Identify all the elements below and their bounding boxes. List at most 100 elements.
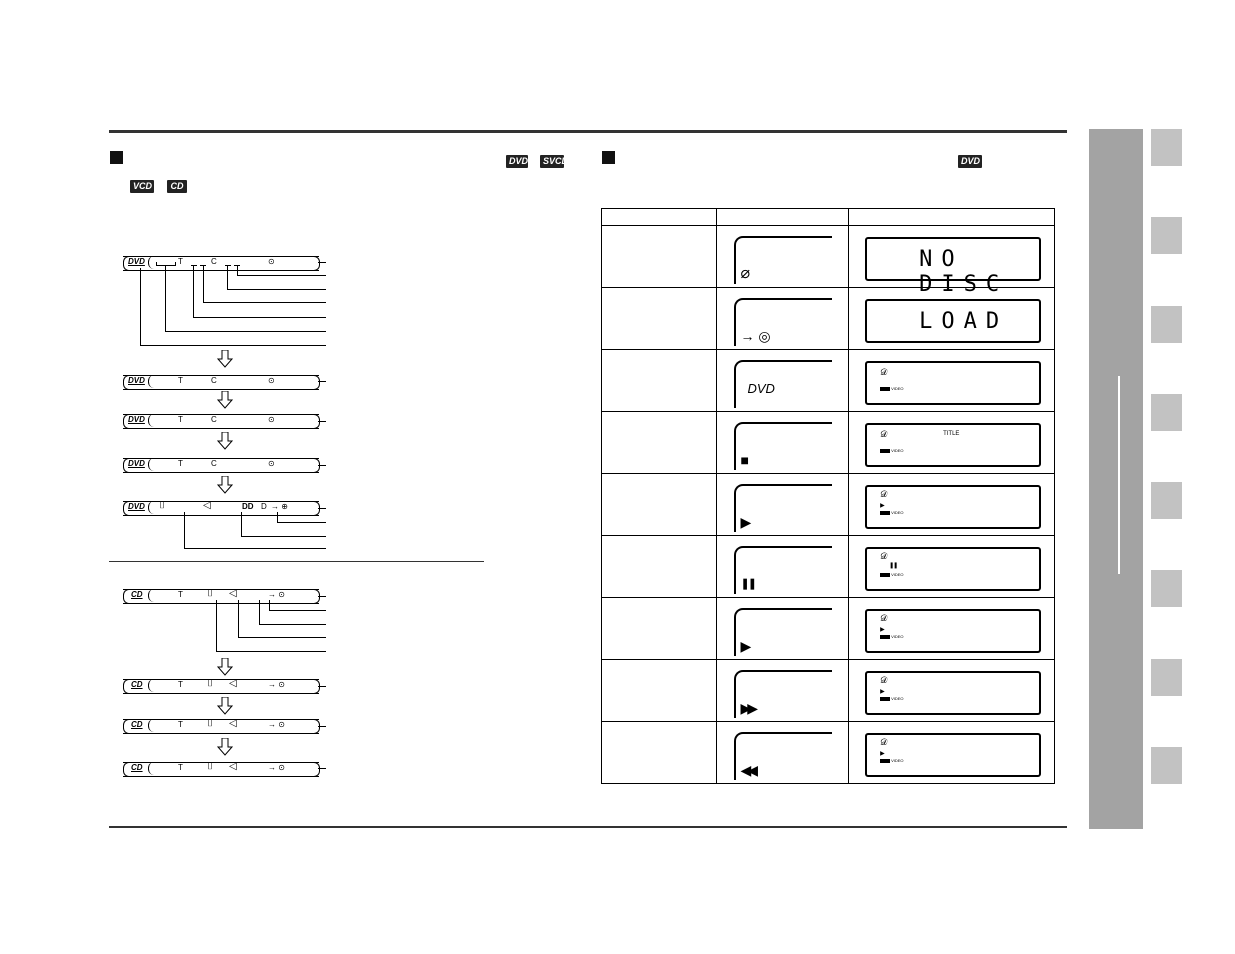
status-label-cell (601, 721, 717, 784)
table-row-stop: ■ 𝒟 TITLE VIDEO (601, 411, 1055, 474)
down-arrow-icon (217, 697, 233, 715)
leader-5v (193, 265, 194, 317)
leader-c1d-v (238, 600, 239, 637)
play-icon: ▶ (740, 638, 752, 654)
leader-c3 (318, 726, 326, 727)
indicator-cell: → ◎ (715, 287, 850, 350)
clock-icon: → ⊙ (268, 720, 285, 729)
svcd-badge: SVCD (540, 155, 568, 168)
clock-icon: → ⊙ (268, 590, 285, 599)
play-indicator-icon: ▶ (880, 689, 885, 695)
tab-3[interactable] (1151, 306, 1182, 343)
indicator-frame: ▶ (733, 484, 832, 532)
play-indicator-icon: ▶ (880, 627, 885, 633)
leader-7v (140, 268, 141, 345)
audio-icon: ◁ (229, 718, 237, 729)
leader-c4 (318, 768, 326, 769)
status-label-cell (601, 473, 717, 536)
leader-d5c (241, 536, 326, 537)
dolby-d-mark: D (261, 502, 267, 511)
tab-5[interactable] (1151, 482, 1182, 519)
dvd-display-5: DVD ⌷ ◁ DD D → ⊕ (123, 500, 325, 517)
stop-icon: ■ (740, 452, 749, 468)
tab-4[interactable] (1151, 394, 1182, 431)
lcd-cell: LOAD (848, 287, 1055, 350)
leader-d5d-v (184, 512, 185, 548)
subtitle-icon: ⌷ (207, 718, 213, 729)
down-arrow-icon (217, 738, 233, 756)
indicator-frame: ◀◀ (733, 732, 832, 780)
dvd-display-1: DVD T C ⊙ (123, 256, 325, 272)
cd-logo: CD (131, 590, 143, 599)
cd-display-2: CD T ⌷ ◁ → ⊙ (123, 678, 325, 695)
chapter-mark: C (211, 459, 217, 468)
status-table: ⌀ NO DISC → ◎ LOAD DVD 𝒟 VIDEO ■ (601, 208, 1055, 784)
no-disc-icon: ⌀ (740, 265, 751, 282)
lcd-display: 𝒟 VIDEO (865, 361, 1042, 405)
leader-2v (237, 265, 238, 275)
bracket-4 (225, 265, 231, 266)
play-indicator-icon: ▶ (880, 751, 885, 757)
indicator-cell: ▶ (715, 597, 850, 660)
indicator-cell: DVD (715, 349, 850, 412)
leader-d4 (318, 465, 326, 466)
track-mark: T (178, 720, 183, 729)
lcd-display: 𝒟 ▶ VIDEO (865, 733, 1042, 777)
indicator-cell: ▶ (715, 473, 850, 536)
play-indicator-icon: ▶ (880, 503, 885, 509)
leader-d5d (184, 548, 326, 549)
down-arrow-icon (217, 432, 233, 450)
angle-icon: → ⊕ (271, 502, 288, 511)
leader-5 (193, 317, 326, 318)
pause-icon: ❚❚ (740, 578, 758, 590)
title-mark: T (178, 415, 183, 424)
fast-reverse-icon: ◀◀ (740, 762, 758, 778)
tab-2[interactable] (1151, 217, 1182, 254)
status-label-cell (601, 349, 717, 412)
lcd-display: 𝒟 ▶ VIDEO (865, 609, 1042, 653)
indicator-cell: ▶▶ (715, 659, 850, 722)
section-bullet-right (602, 151, 615, 164)
chapter-mark: C (211, 415, 217, 424)
cd-display-3: CD T ⌷ ◁ → ⊙ (123, 718, 325, 735)
subtitle-icon: ⌷ (207, 678, 213, 689)
tab-6[interactable] (1151, 570, 1182, 607)
tab-1[interactable] (1151, 129, 1182, 166)
leader-1 (318, 262, 326, 263)
status-label-cell (601, 659, 717, 722)
dvd-display-2: DVD T C ⊙ (123, 375, 325, 391)
tab-8[interactable] (1151, 747, 1182, 784)
fast-forward-icon: ▶▶ (740, 700, 758, 716)
disc-mark-icon: 𝒟 (880, 737, 888, 747)
lcd-cell: 𝒟 ▶ VIDEO (848, 659, 1055, 722)
leader-c1a (318, 596, 326, 597)
dvd-badge-right: DVD (958, 155, 982, 168)
chapter-mark: C (211, 376, 217, 385)
disc-mark-icon: 𝒟 (880, 675, 888, 685)
disc-mark-icon: 𝒟 (880, 551, 888, 561)
status-label-cell (601, 225, 717, 288)
dvd-video-icon: VIDEO (880, 387, 904, 391)
title-indicator: TITLE (943, 431, 960, 437)
status-label-cell (601, 287, 717, 350)
leader-c1d (238, 637, 326, 638)
dvd-logo: DVD (128, 257, 145, 266)
lcd-text: LOAD (919, 309, 1009, 334)
indicator-frame: ▶ (733, 608, 832, 656)
status-label-cell (601, 411, 717, 474)
dvd-logo: DVD (128, 459, 145, 468)
down-arrow-icon (217, 391, 233, 409)
cd-logo: CD (131, 680, 143, 689)
leader-c1b (269, 610, 326, 611)
lcd-cell: 𝒟 TITLE VIDEO (848, 411, 1055, 474)
lcd-display: 𝒟 ▶ VIDEO (865, 485, 1042, 529)
dvd-video-icon: VIDEO (880, 759, 904, 763)
leader-c1e (216, 651, 326, 652)
leader-c2 (318, 686, 326, 687)
cd-badge: CD (167, 180, 187, 193)
tab-7[interactable] (1151, 659, 1182, 696)
lcd-cell: NO DISC (848, 225, 1055, 297)
track-mark: T (178, 680, 183, 689)
status-label-cell (601, 535, 717, 598)
indicator-cell: ❚❚ (715, 535, 850, 598)
